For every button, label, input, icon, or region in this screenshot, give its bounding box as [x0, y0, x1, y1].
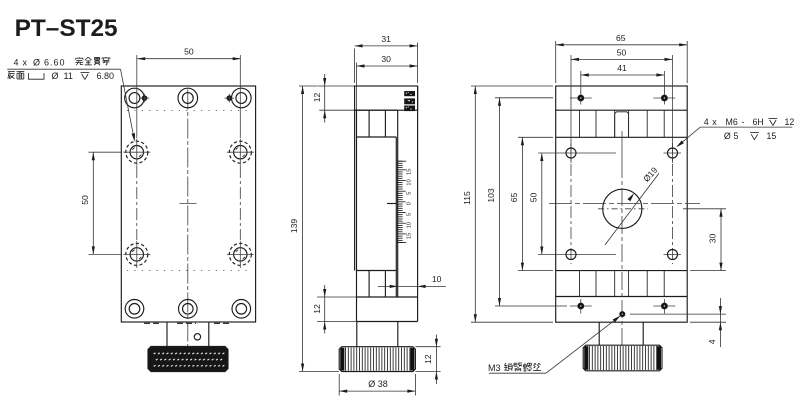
svg-text:PT–ST25: PT–ST25 — [15, 15, 118, 42]
svg-text:x: x — [712, 117, 717, 127]
svg-text:Ø 38: Ø 38 — [368, 379, 388, 389]
svg-text:10: 10 — [432, 274, 442, 284]
svg-text:Ø: Ø — [33, 58, 40, 68]
svg-text:12: 12 — [312, 304, 322, 314]
svg-text:12: 12 — [312, 93, 322, 103]
svg-text:50: 50 — [184, 46, 194, 56]
svg-text:6H: 6H — [753, 117, 764, 127]
svg-text:Ø: Ø — [52, 71, 59, 81]
svg-text:4: 4 — [14, 58, 19, 68]
svg-text:4: 4 — [704, 117, 709, 127]
svg-text:115: 115 — [462, 191, 472, 205]
svg-text:11: 11 — [64, 71, 73, 81]
svg-text:12: 12 — [423, 354, 433, 364]
svg-text:M6: M6 — [726, 117, 738, 127]
svg-text:30: 30 — [708, 234, 718, 244]
svg-text:5: 5 — [407, 192, 413, 195]
svg-text:50: 50 — [80, 195, 90, 205]
svg-text:15: 15 — [407, 169, 413, 175]
svg-text:139: 139 — [289, 219, 299, 234]
svg-text:Ø: Ø — [724, 131, 731, 141]
svg-text:41: 41 — [617, 63, 627, 73]
svg-text:x: x — [23, 58, 28, 68]
svg-text:0: 0 — [407, 202, 413, 205]
svg-text:5: 5 — [734, 131, 739, 141]
svg-text:50: 50 — [617, 48, 627, 58]
svg-text:31: 31 — [381, 34, 391, 44]
svg-text:65: 65 — [616, 33, 626, 43]
svg-text:-: - — [742, 117, 745, 127]
svg-text:65: 65 — [509, 193, 519, 203]
svg-text:5: 5 — [407, 213, 413, 216]
svg-text:30: 30 — [381, 54, 391, 64]
svg-text:M3: M3 — [488, 363, 501, 373]
svg-text:50: 50 — [529, 193, 539, 203]
svg-text:10: 10 — [407, 179, 413, 185]
svg-text:12: 12 — [785, 117, 795, 127]
svg-text:15: 15 — [407, 233, 413, 239]
svg-text:103: 103 — [486, 188, 496, 203]
svg-text:6.60: 6.60 — [44, 58, 66, 68]
svg-text:4: 4 — [707, 339, 717, 344]
svg-text:10: 10 — [407, 222, 413, 228]
svg-text:15: 15 — [767, 131, 777, 141]
svg-text:6.80: 6.80 — [97, 71, 115, 81]
